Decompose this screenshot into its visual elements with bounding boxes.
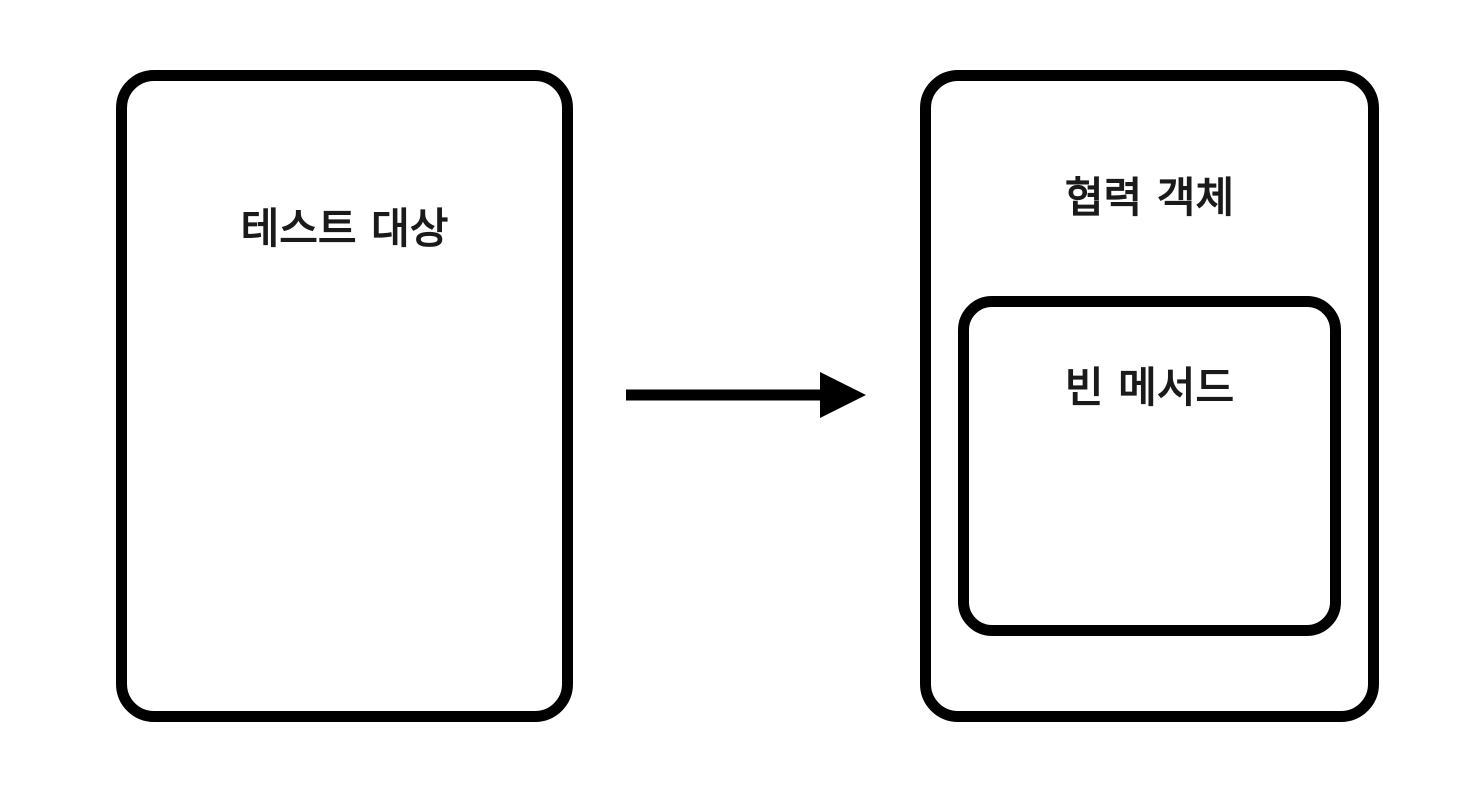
test-target-label: 테스트 대상 [240, 204, 449, 253]
empty-method-box: 빈 메서드 [958, 296, 1341, 636]
test-target-box: 테스트 대상 [116, 70, 573, 722]
dependency-arrow [626, 372, 866, 418]
empty-method-label: 빈 메서드 [1064, 363, 1235, 412]
arrowhead-icon [820, 372, 866, 418]
collaborator-label: 협력 객체 [1064, 173, 1235, 222]
